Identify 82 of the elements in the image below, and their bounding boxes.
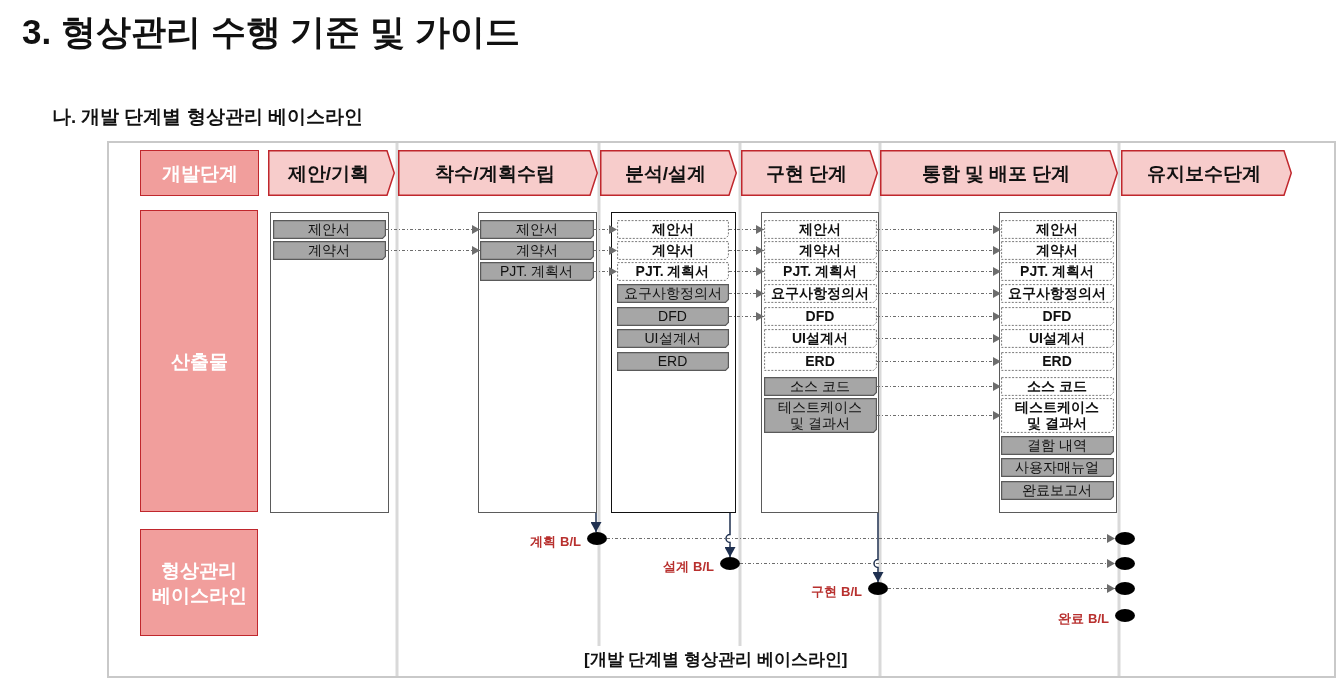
title: 3. 형상관리 수행 기준 및 가이드 bbox=[22, 11, 520, 53]
arrow bbox=[606, 534, 1116, 543]
arrow bbox=[739, 559, 1116, 568]
baseline-dot bbox=[1115, 582, 1135, 595]
arrow bbox=[876, 357, 1002, 366]
dashed-document-box: DFD bbox=[1000, 306, 1114, 326]
dashed-document-box: DFD bbox=[763, 306, 877, 326]
baseline-dot bbox=[1115, 557, 1135, 570]
arrow bbox=[728, 267, 765, 276]
section-heading: 나. 개발 단계별 형상관리 베이스라인 bbox=[52, 105, 363, 129]
baseline-label: 계획 B/L bbox=[530, 534, 581, 550]
document-box: ERD bbox=[616, 351, 729, 371]
stage-header: 제안/기획 bbox=[268, 150, 395, 196]
dashed-document-box: ERD bbox=[763, 351, 877, 371]
arrow bbox=[593, 267, 618, 276]
baseline-label: 완료 B/L bbox=[1058, 611, 1109, 627]
document-box: 제안서 bbox=[272, 219, 386, 239]
artifact-panel bbox=[478, 212, 597, 513]
document-box: 제안서 bbox=[479, 219, 594, 239]
artifact-panel bbox=[611, 212, 736, 513]
stage-header: 구현 단계 bbox=[741, 150, 878, 196]
document-box: 계약서 bbox=[479, 240, 594, 260]
row-header-box: 산출물 bbox=[140, 210, 258, 512]
dashed-document-box: 소스 코드 bbox=[1000, 376, 1114, 396]
dashed-document-box: 요구사항정의서 bbox=[763, 283, 877, 303]
dashed-document-box: 테스트케이스 및 결과서 bbox=[1000, 397, 1114, 433]
baseline-label: 설계 B/L bbox=[663, 559, 714, 575]
arrow bbox=[876, 289, 1002, 298]
stage-header: 유지보수단계 bbox=[1121, 150, 1292, 196]
arrow bbox=[591, 512, 601, 533]
dashed-document-box: UI설계서 bbox=[1000, 328, 1114, 348]
document-box: 완료보고서 bbox=[1000, 480, 1114, 500]
arrow bbox=[876, 225, 1002, 234]
arrow bbox=[876, 411, 1002, 420]
document-box: 계약서 bbox=[272, 240, 386, 260]
dashed-document-box: 제안서 bbox=[616, 219, 729, 239]
document-box: PJT. 계획서 bbox=[479, 261, 594, 281]
arrow bbox=[873, 512, 883, 583]
dashed-document-box: 제안서 bbox=[763, 219, 877, 239]
document-box: 결함 내역 bbox=[1000, 435, 1114, 455]
arrow bbox=[876, 246, 1002, 255]
dashed-document-box: 계약서 bbox=[1000, 240, 1114, 260]
arrow bbox=[385, 246, 481, 255]
baseline-dot bbox=[1115, 532, 1135, 545]
arrow bbox=[728, 225, 765, 234]
arrow bbox=[593, 225, 618, 234]
arrow bbox=[593, 246, 618, 255]
artifact-panel bbox=[999, 212, 1117, 513]
arrow bbox=[725, 512, 735, 558]
dashed-document-box: PJT. 계획서 bbox=[763, 261, 877, 281]
arrow bbox=[887, 584, 1116, 593]
artifact-panel bbox=[270, 212, 389, 513]
arrow bbox=[728, 289, 765, 298]
baseline-label: 구현 B/L bbox=[811, 584, 862, 600]
document-box: DFD bbox=[616, 306, 729, 326]
document-box: 요구사항정의서 bbox=[616, 283, 729, 303]
stage-header: 통합 및 배포 단계 bbox=[880, 150, 1118, 196]
stage-header: 착수/계획수립 bbox=[398, 150, 598, 196]
arrow bbox=[876, 382, 1002, 391]
arrow bbox=[728, 312, 765, 321]
document-box: UI설계서 bbox=[616, 328, 729, 348]
dashed-document-box: 계약서 bbox=[616, 240, 729, 260]
document-box: 테스트케이스 및 결과서 bbox=[763, 397, 877, 433]
row-header-box: 형상관리 베이스라인 bbox=[140, 529, 258, 636]
arrow bbox=[876, 312, 1002, 321]
stage-header: 분석/설계 bbox=[600, 150, 737, 196]
dashed-document-box: 계약서 bbox=[763, 240, 877, 260]
caption: [개발 단계별 형상관리 베이스라인] bbox=[584, 649, 848, 671]
dashed-document-box: 제안서 bbox=[1000, 219, 1114, 239]
arrow bbox=[728, 246, 765, 255]
dashed-document-box: PJT. 계획서 bbox=[1000, 261, 1114, 281]
dashed-document-box: ERD bbox=[1000, 351, 1114, 371]
arrow bbox=[385, 225, 481, 234]
dashed-document-box: UI설계서 bbox=[763, 328, 877, 348]
dashed-document-box: PJT. 계획서 bbox=[616, 261, 729, 281]
arrow bbox=[876, 267, 1002, 276]
column-header-box: 개발단계 bbox=[140, 150, 259, 196]
document-box: 소스 코드 bbox=[763, 376, 877, 396]
dashed-document-box: 요구사항정의서 bbox=[1000, 283, 1114, 303]
artifact-panel bbox=[761, 212, 879, 513]
arrow bbox=[876, 334, 1002, 343]
document-box: 사용자매뉴얼 bbox=[1000, 457, 1114, 477]
